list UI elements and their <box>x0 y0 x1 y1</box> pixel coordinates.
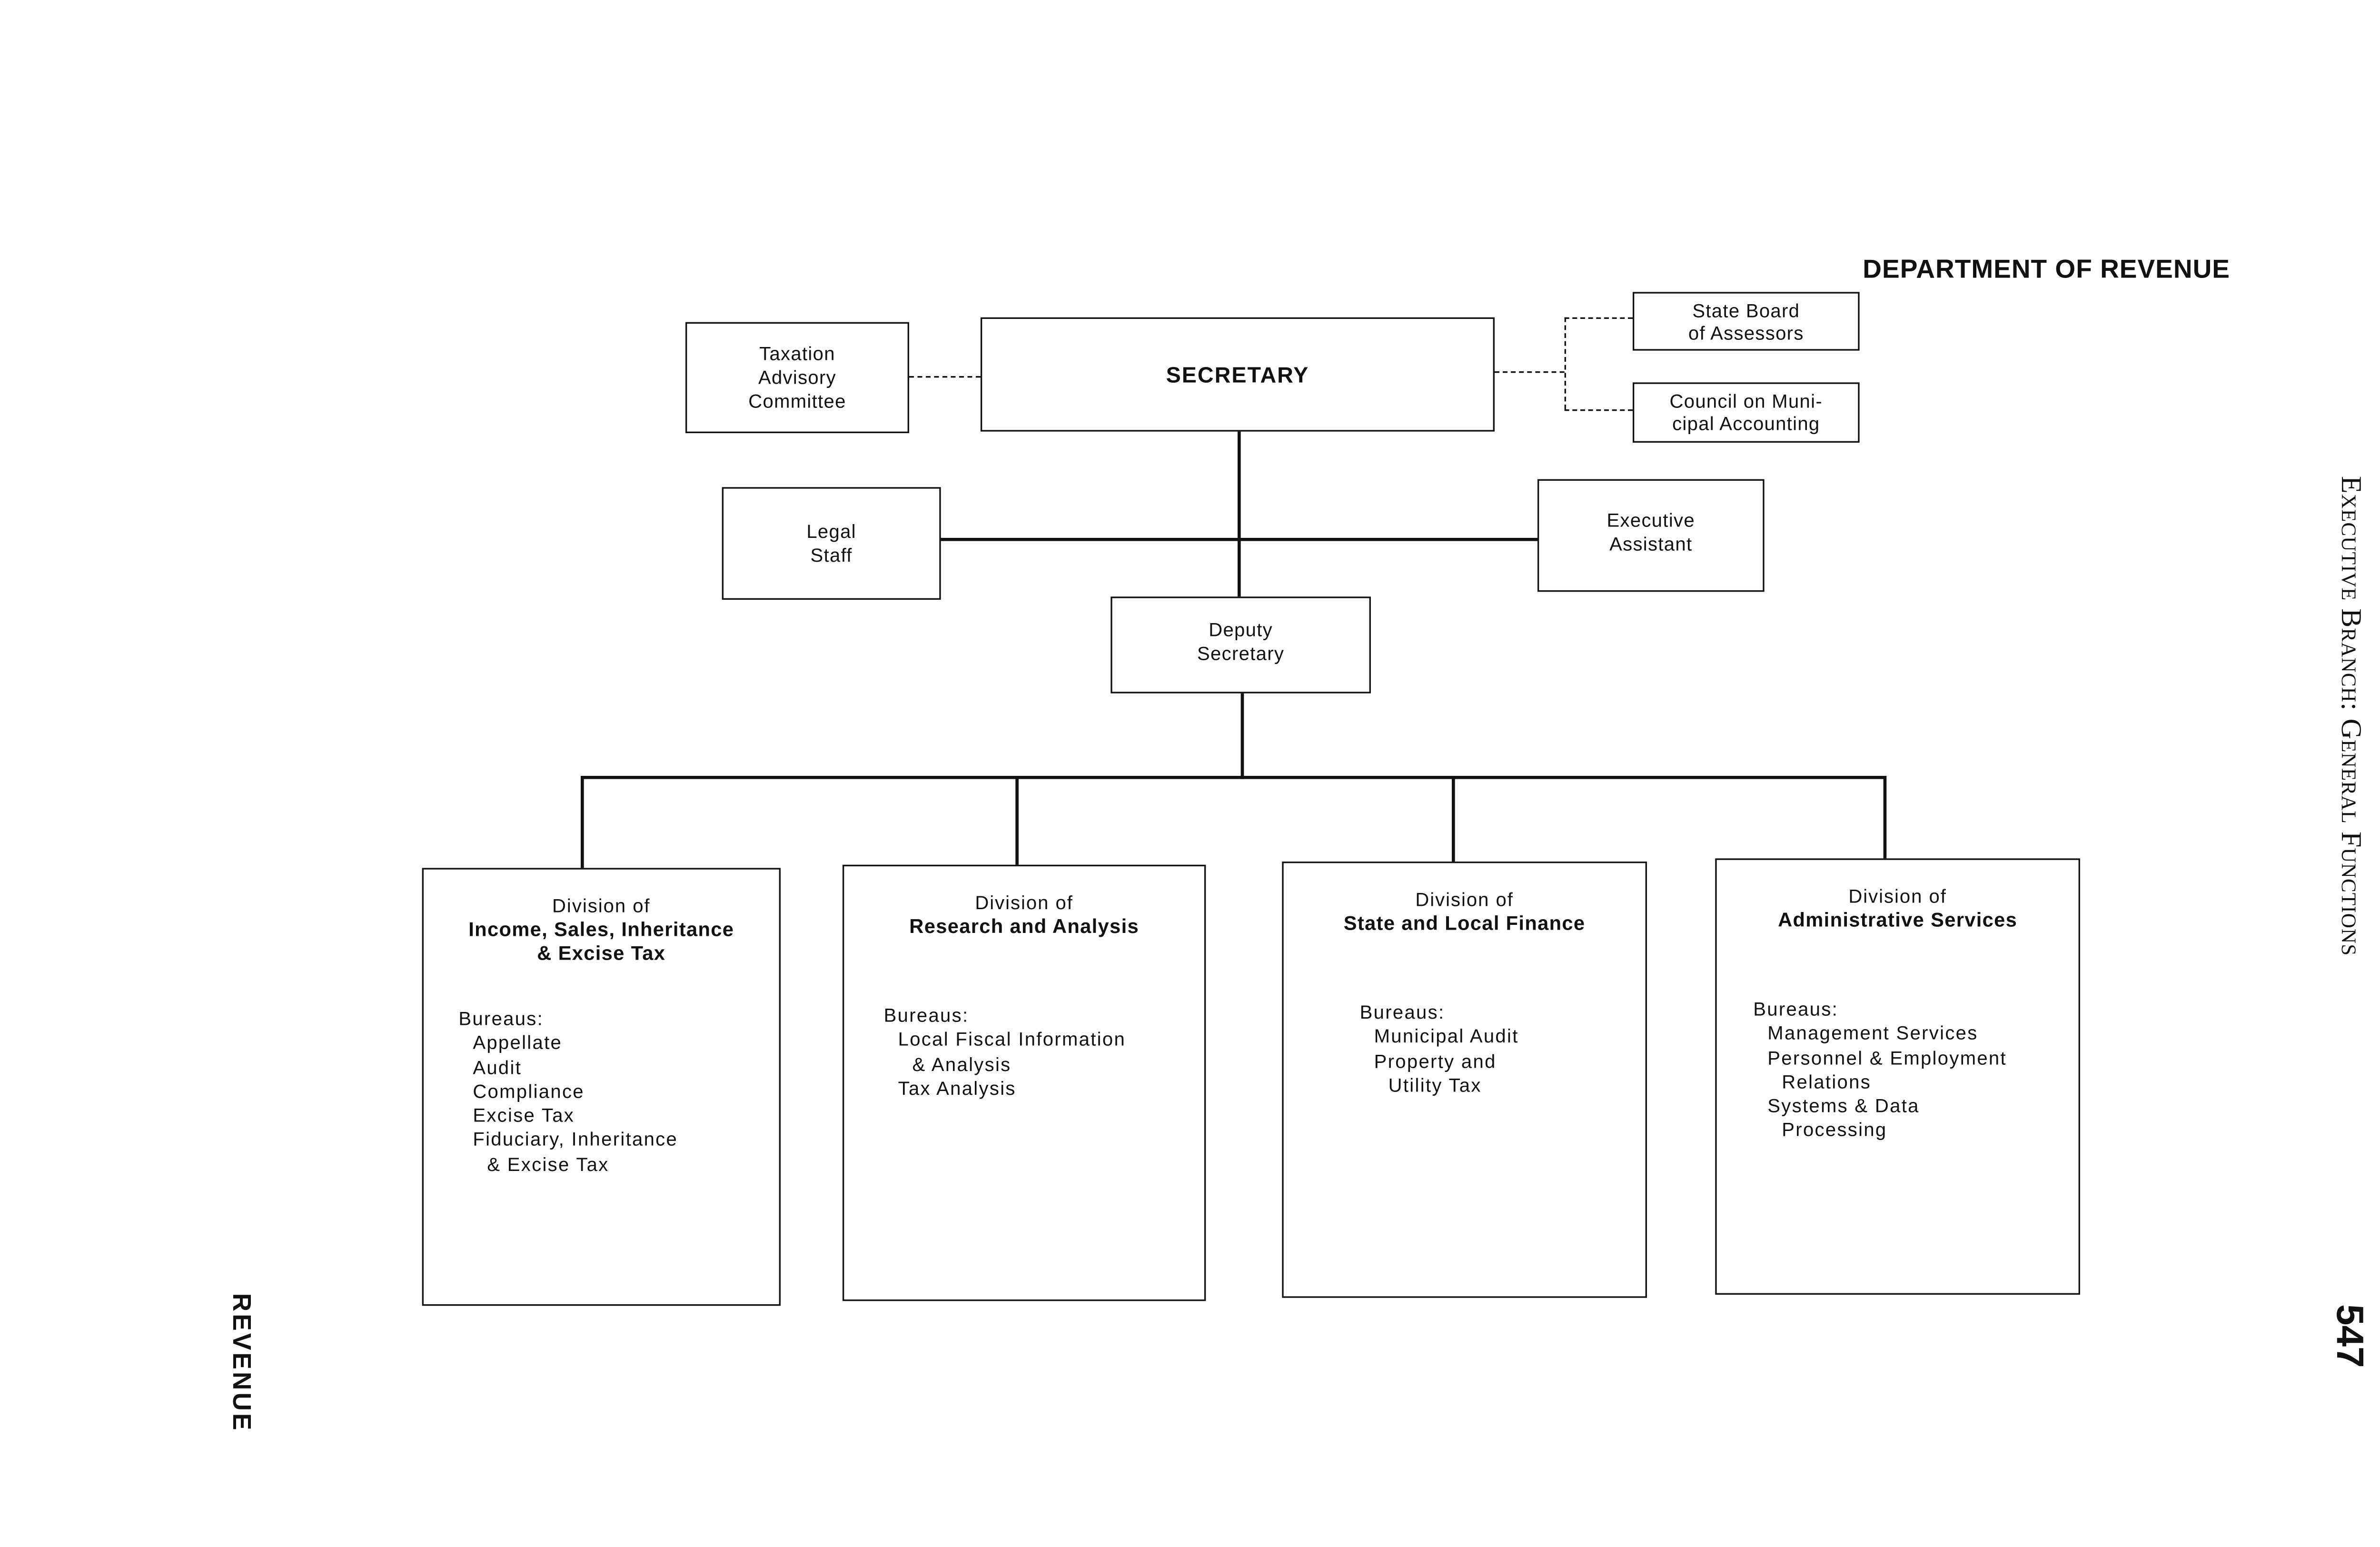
boards-dashed-spine <box>1564 317 1566 409</box>
bureau-item: Processing <box>1782 1119 1887 1142</box>
division-name: & Excise Tax <box>537 942 666 965</box>
secretary-box[interactable]: SECRETARY <box>980 317 1495 432</box>
division-prefix: Division of <box>1415 888 1514 911</box>
box-label: cipal Accounting <box>1672 412 1820 435</box>
legal-staff-box[interactable]: Legal Staff <box>722 487 941 600</box>
bureau-item: Personnel & Employment <box>1767 1046 2007 1069</box>
executive-assistant-box[interactable]: Executive Assistant <box>1537 479 1765 592</box>
bureau-item: Management Services <box>1767 1022 1978 1045</box>
bureaus-label: Bureaus: <box>1359 1001 1445 1023</box>
box-label: Assistant <box>1609 533 1693 555</box>
bureau-item: Property and <box>1374 1050 1497 1072</box>
bureau-list: Bureaus: Appellate Audit Compliance Exci… <box>424 1008 779 1178</box>
deputy-to-divisions-line <box>1240 692 1244 779</box>
division-income-sales-box[interactable]: Division of Income, Sales, Inheritance &… <box>422 868 781 1306</box>
state-board-of-assessors-box[interactable]: State Board of Assessors <box>1632 292 1860 351</box>
division-2-drop-line <box>1015 775 1018 866</box>
division-name: State and Local Finance <box>1343 912 1586 935</box>
bureaus-label: Bureaus: <box>458 1007 544 1030</box>
division-name: Income, Sales, Inheritance <box>468 918 734 941</box>
division-heading: Division of Administrative Services <box>1717 885 2079 933</box>
division-1-drop-line <box>580 775 584 870</box>
bureau-list: Bureaus: Municipal Audit Property and Ut… <box>1284 1001 1646 1098</box>
box-label: SECRETARY <box>1166 361 1309 387</box>
advisory-dashed-connector <box>909 376 981 378</box>
division-prefix: Division of <box>552 894 651 917</box>
taxation-advisory-committee-box[interactable]: Taxation Advisory Committee <box>685 322 909 433</box>
bureau-item: & Excise Tax <box>487 1153 609 1176</box>
box-label: Taxation <box>759 342 835 364</box>
department-title: DEPARTMENT OF REVENUE <box>1863 255 2231 284</box>
bureau-item: Appellate <box>473 1031 563 1054</box>
council-dashed-connector <box>1564 409 1633 411</box>
bureau-item: Local Fiscal Information <box>898 1028 1126 1051</box>
page-number: 547 <box>2327 1304 2370 1368</box>
bureau-list: Bureaus: Management Services Personnel &… <box>1717 998 2079 1144</box>
division-3-drop-line <box>1451 775 1455 863</box>
state-board-dashed-connector <box>1564 317 1633 319</box>
bureau-item: Municipal Audit <box>1374 1025 1519 1048</box>
section-label: REVENUE <box>227 1293 254 1433</box>
division-research-analysis-box[interactable]: Division of Research and Analysis Bureau… <box>842 864 1206 1301</box>
bureau-item: Relations <box>1782 1071 1872 1093</box>
bureau-item: Excise Tax <box>473 1104 575 1127</box>
staff-horizontal-line <box>939 537 1539 541</box>
bureaus-label: Bureaus: <box>883 1004 969 1027</box>
division-heading: Division of State and Local Finance <box>1284 889 1646 936</box>
box-label: Secretary <box>1197 642 1285 665</box>
divisions-horizontal-line <box>580 775 1885 779</box>
bureau-item: & Analysis <box>912 1052 1012 1075</box>
bureaus-label: Bureaus: <box>1753 998 1839 1021</box>
bureau-item: Systems & Data <box>1767 1095 1920 1118</box>
bureau-item: Tax Analysis <box>898 1077 1016 1100</box>
box-label: Deputy <box>1209 618 1273 641</box>
running-header: Executive Branch: General Functions <box>2335 476 2368 956</box>
bureau-item: Fiduciary, Inheritance <box>473 1129 678 1151</box>
bureau-list: Bureaus: Local Fiscal Information & Anal… <box>844 1004 1204 1101</box>
division-prefix: Division of <box>975 892 1073 914</box>
secretary-to-deputy-line <box>1237 430 1240 598</box>
box-label: State Board <box>1692 299 1800 321</box>
division-administrative-services-box[interactable]: Division of Administrative Services Bure… <box>1715 858 2080 1295</box>
deputy-secretary-box[interactable]: Deputy Secretary <box>1111 596 1371 694</box>
box-label: Staff <box>810 543 853 566</box>
division-state-local-finance-box[interactable]: Division of State and Local Finance Bure… <box>1282 861 1647 1298</box>
boards-dashed-connector <box>1494 371 1565 373</box>
council-on-municipal-accounting-box[interactable]: Council on Muni- cipal Accounting <box>1632 382 1860 443</box>
box-label: Advisory <box>758 366 837 388</box>
bureau-item: Utility Tax <box>1388 1074 1482 1096</box>
division-heading: Division of Income, Sales, Inheritance &… <box>424 895 779 966</box>
bureau-item: Audit <box>473 1056 522 1079</box>
division-prefix: Division of <box>1848 885 1947 908</box>
box-label: of Assessors <box>1688 321 1804 344</box>
division-heading: Division of Research and Analysis <box>844 892 1204 939</box>
box-label: Committee <box>748 389 846 412</box>
bureau-item: Compliance <box>473 1080 585 1103</box>
box-label: Council on Muni- <box>1669 390 1823 413</box>
division-4-drop-line <box>1883 775 1886 860</box>
division-name: Research and Analysis <box>909 915 1139 938</box>
division-name: Administrative Services <box>1778 909 2018 932</box>
box-label: Executive <box>1606 509 1696 532</box>
box-label: Legal <box>806 519 856 542</box>
